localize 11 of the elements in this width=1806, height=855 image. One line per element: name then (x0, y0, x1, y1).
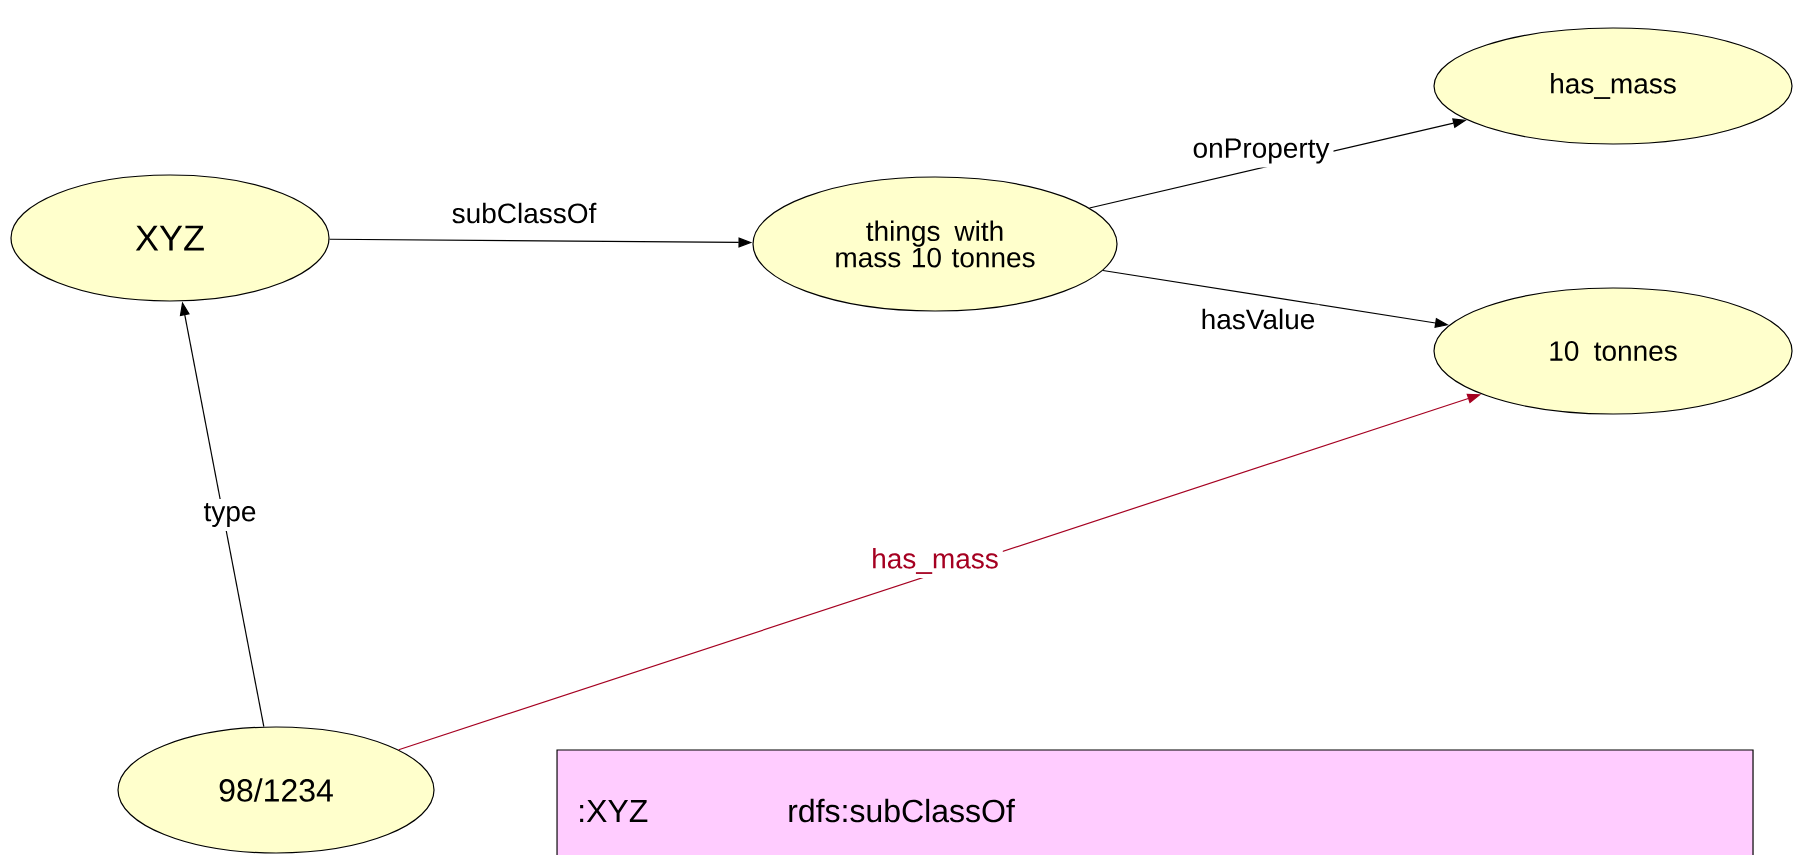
edge-label: type (199, 499, 261, 531)
edge-label: hasValue (1196, 304, 1320, 334)
ellipse-node: 10 tonnes (1433, 287, 1793, 415)
edge-label: onProperty (1188, 134, 1334, 168)
ellipse-node: 98/1234 (117, 726, 435, 854)
edge-label: subClassOf (452, 202, 597, 224)
ellipse-node: things with mass 10 tonnes (752, 176, 1118, 312)
ellipse-node: has_mass (1433, 27, 1793, 145)
ellipse-node: XYZ (10, 174, 330, 302)
code-box: :XYZ rdfs:subClassOf (556, 749, 1754, 855)
edge-label: has_mass (867, 544, 1003, 578)
